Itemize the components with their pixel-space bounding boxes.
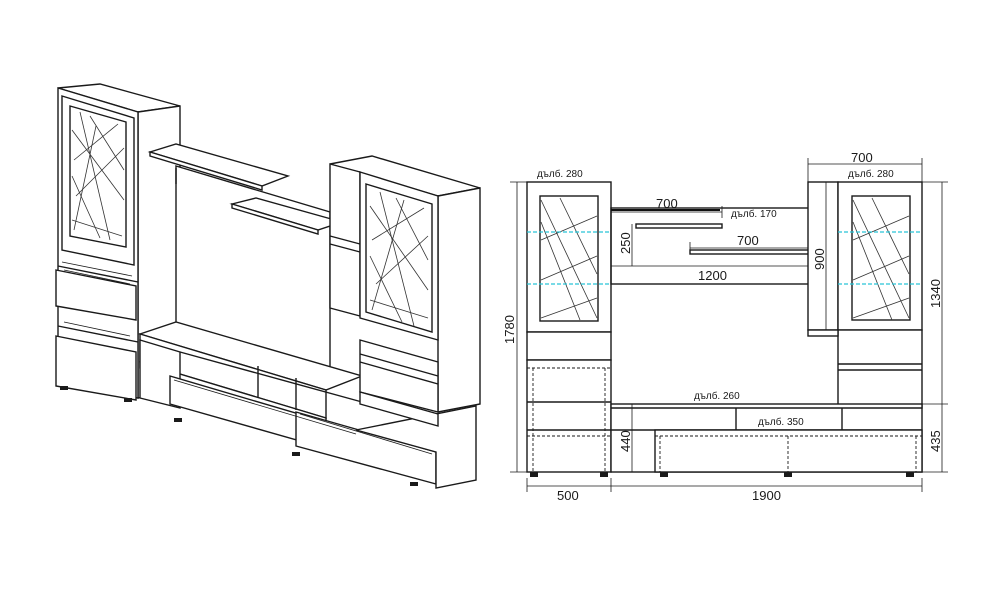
iso-left-tall-cabinet — [55, 83, 181, 402]
dim-tv-height: 440 — [618, 430, 633, 452]
iso-back-panel — [147, 143, 345, 381]
front-tv-unit — [610, 403, 923, 477]
label-depth-shelf: дълб. 170 — [731, 208, 777, 220]
front-left-tower — [526, 181, 612, 477]
isometric-view — [55, 83, 481, 489]
dim-right-height: 1340 — [928, 279, 943, 308]
dim-right-glass-height: 900 — [812, 248, 827, 270]
front-elevation: дълб. 280 дълб. 280 дълб. 170 дълб. 260 … — [502, 150, 948, 503]
dim-shelf-lower: 700 — [737, 233, 759, 248]
dim-shelf-gap: 250 — [618, 232, 633, 254]
dimension-labels: дълб. 280 дълб. 280 дълб. 170 дълб. 260 … — [502, 150, 943, 503]
label-depth-right: дълб. 280 — [848, 168, 894, 180]
label-depth-base: дълб. 350 — [758, 416, 804, 428]
dim-top-width-right: 700 — [851, 150, 873, 165]
dim-base-height-right: 435 — [928, 430, 943, 452]
dim-shelf-span: 1200 — [698, 268, 727, 283]
dim-shelf-upper: 700 — [656, 196, 678, 211]
dimension-lines — [510, 158, 948, 492]
front-right-tower — [807, 181, 923, 409]
dim-left-width: 500 — [557, 488, 579, 503]
iso-right-cabinet — [329, 155, 481, 427]
label-depth-left: дълб. 280 — [537, 168, 583, 180]
dim-bottom-width: 1900 — [752, 488, 781, 503]
dim-total-height: 1780 — [502, 315, 517, 344]
label-depth-tv: дълб. 260 — [694, 390, 740, 402]
iso-tv-unit — [137, 321, 477, 489]
